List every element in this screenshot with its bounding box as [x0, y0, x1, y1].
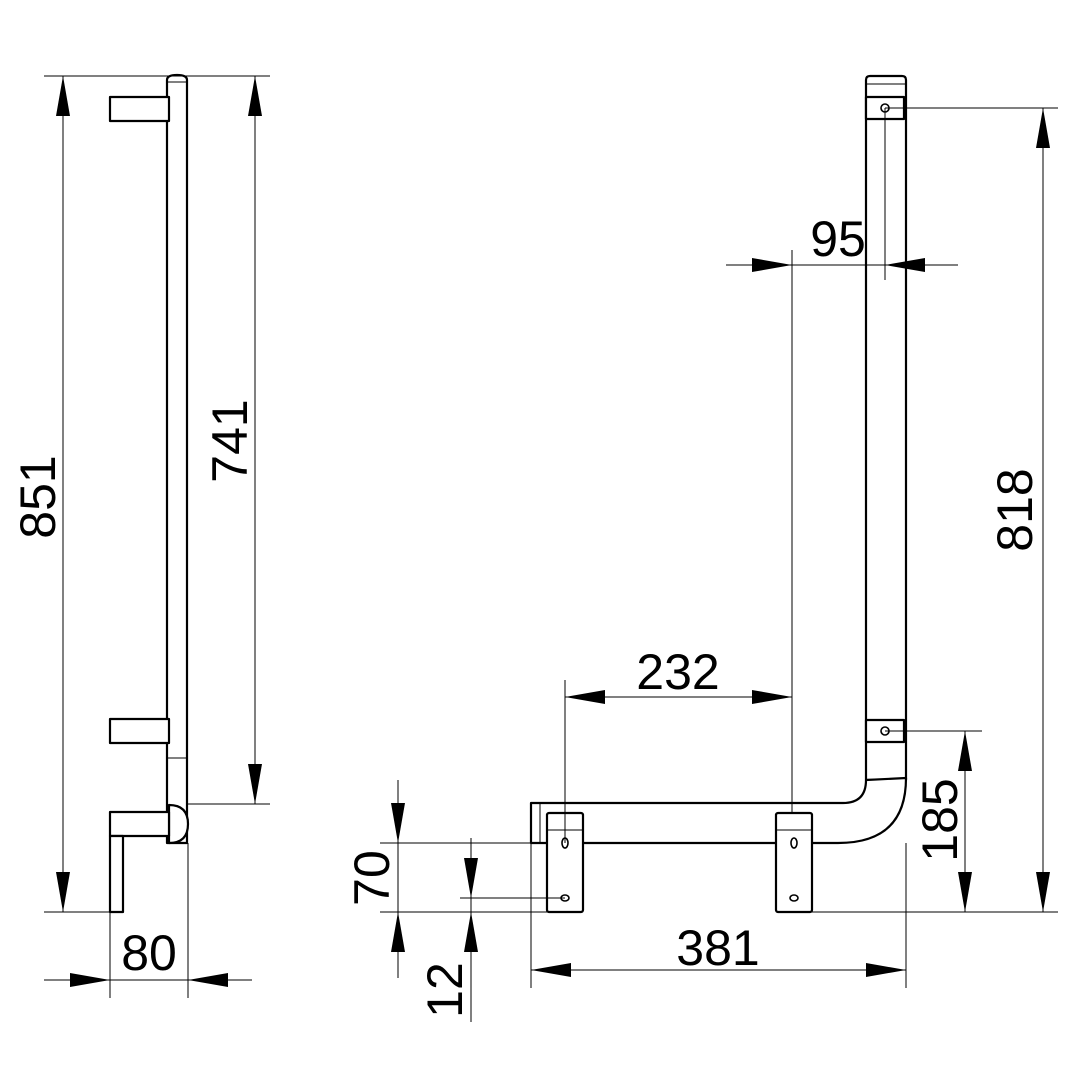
side-middle-bracket — [108, 717, 171, 745]
label-80: 80 — [121, 925, 177, 981]
front-bent-tube — [529, 776, 908, 845]
front-right-foot — [774, 811, 814, 914]
side-view: 851 741 80 — [10, 73, 270, 998]
dimension-70: 70 — [344, 780, 405, 978]
label-381: 381 — [676, 920, 759, 976]
dimension-818: 818 — [987, 108, 1050, 912]
side-foot — [108, 834, 125, 914]
front-view: 95 818 232 185 70 — [344, 74, 1058, 1022]
label-70: 70 — [344, 850, 400, 906]
front-vertical-tube — [864, 74, 908, 782]
label-185: 185 — [912, 778, 968, 861]
side-upper-bracket — [108, 95, 171, 123]
dimension-95: 95 — [726, 211, 958, 272]
dimension-741: 741 — [202, 76, 262, 804]
label-741: 741 — [202, 399, 258, 482]
dimension-232: 232 — [565, 644, 792, 704]
front-right-foot-lower-hole — [789, 894, 799, 902]
label-232: 232 — [636, 644, 719, 700]
side-lower-bracket — [108, 810, 171, 838]
dimension-381: 381 — [531, 920, 906, 977]
side-rail — [165, 73, 189, 845]
dimension-851: 851 — [10, 76, 70, 912]
dimension-80: 80 — [44, 925, 252, 987]
label-12: 12 — [417, 962, 473, 1018]
dimension-12: 12 — [417, 838, 478, 1022]
front-right-foot-upper-hole — [790, 837, 798, 849]
label-818: 818 — [987, 468, 1043, 551]
label-95: 95 — [810, 211, 866, 267]
side-elbow — [167, 803, 190, 845]
dimension-185: 185 — [912, 731, 972, 912]
label-851: 851 — [10, 455, 66, 538]
